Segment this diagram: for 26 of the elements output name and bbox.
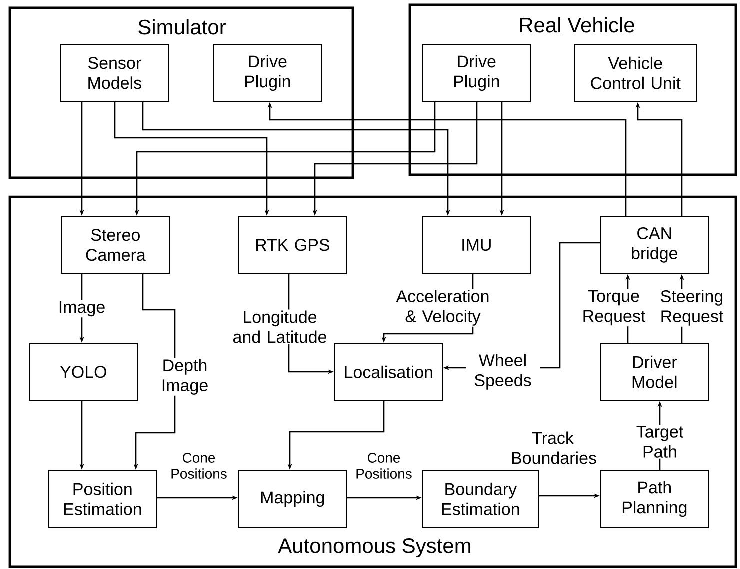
- edge-label: Image: [51, 300, 113, 318]
- process-box: CAN bridge: [600, 216, 710, 274]
- edge-label: Longitude and Latitude: [229, 310, 331, 344]
- process-box: Mapping: [238, 470, 348, 528]
- edge-label: Acceleration & Velocity: [382, 289, 504, 327]
- process-box: Vehicle Control Unit: [574, 44, 698, 102]
- edge-label: Cone Positions: [166, 452, 232, 480]
- process-box: RTK GPS: [238, 216, 348, 274]
- process-box: Sensor Models: [60, 44, 170, 102]
- process-box: IMU: [422, 216, 532, 274]
- edge-label: Cone Positions: [351, 452, 417, 480]
- process-box: YOLO: [29, 343, 138, 402]
- edge-label: Steering Request: [652, 289, 732, 327]
- edge-label: Track Boundaries: [510, 430, 596, 466]
- process-box: Boundary Estimation: [422, 470, 540, 528]
- process-box: Stereo Camera: [61, 216, 170, 274]
- edge-label: Wheel Speeds: [466, 353, 540, 391]
- edge-label: Depth Image: [153, 358, 217, 396]
- process-box: Driver Model: [600, 343, 710, 402]
- process-box: Drive Plugin: [213, 44, 322, 102]
- process-box: Drive Plugin: [422, 44, 532, 102]
- edge-label: Target Path: [629, 425, 691, 459]
- process-box: Position Estimation: [48, 470, 158, 528]
- edge-label: Torque Request: [577, 289, 651, 327]
- process-box: Localisation: [334, 343, 444, 402]
- process-box: Path Planning: [600, 470, 710, 528]
